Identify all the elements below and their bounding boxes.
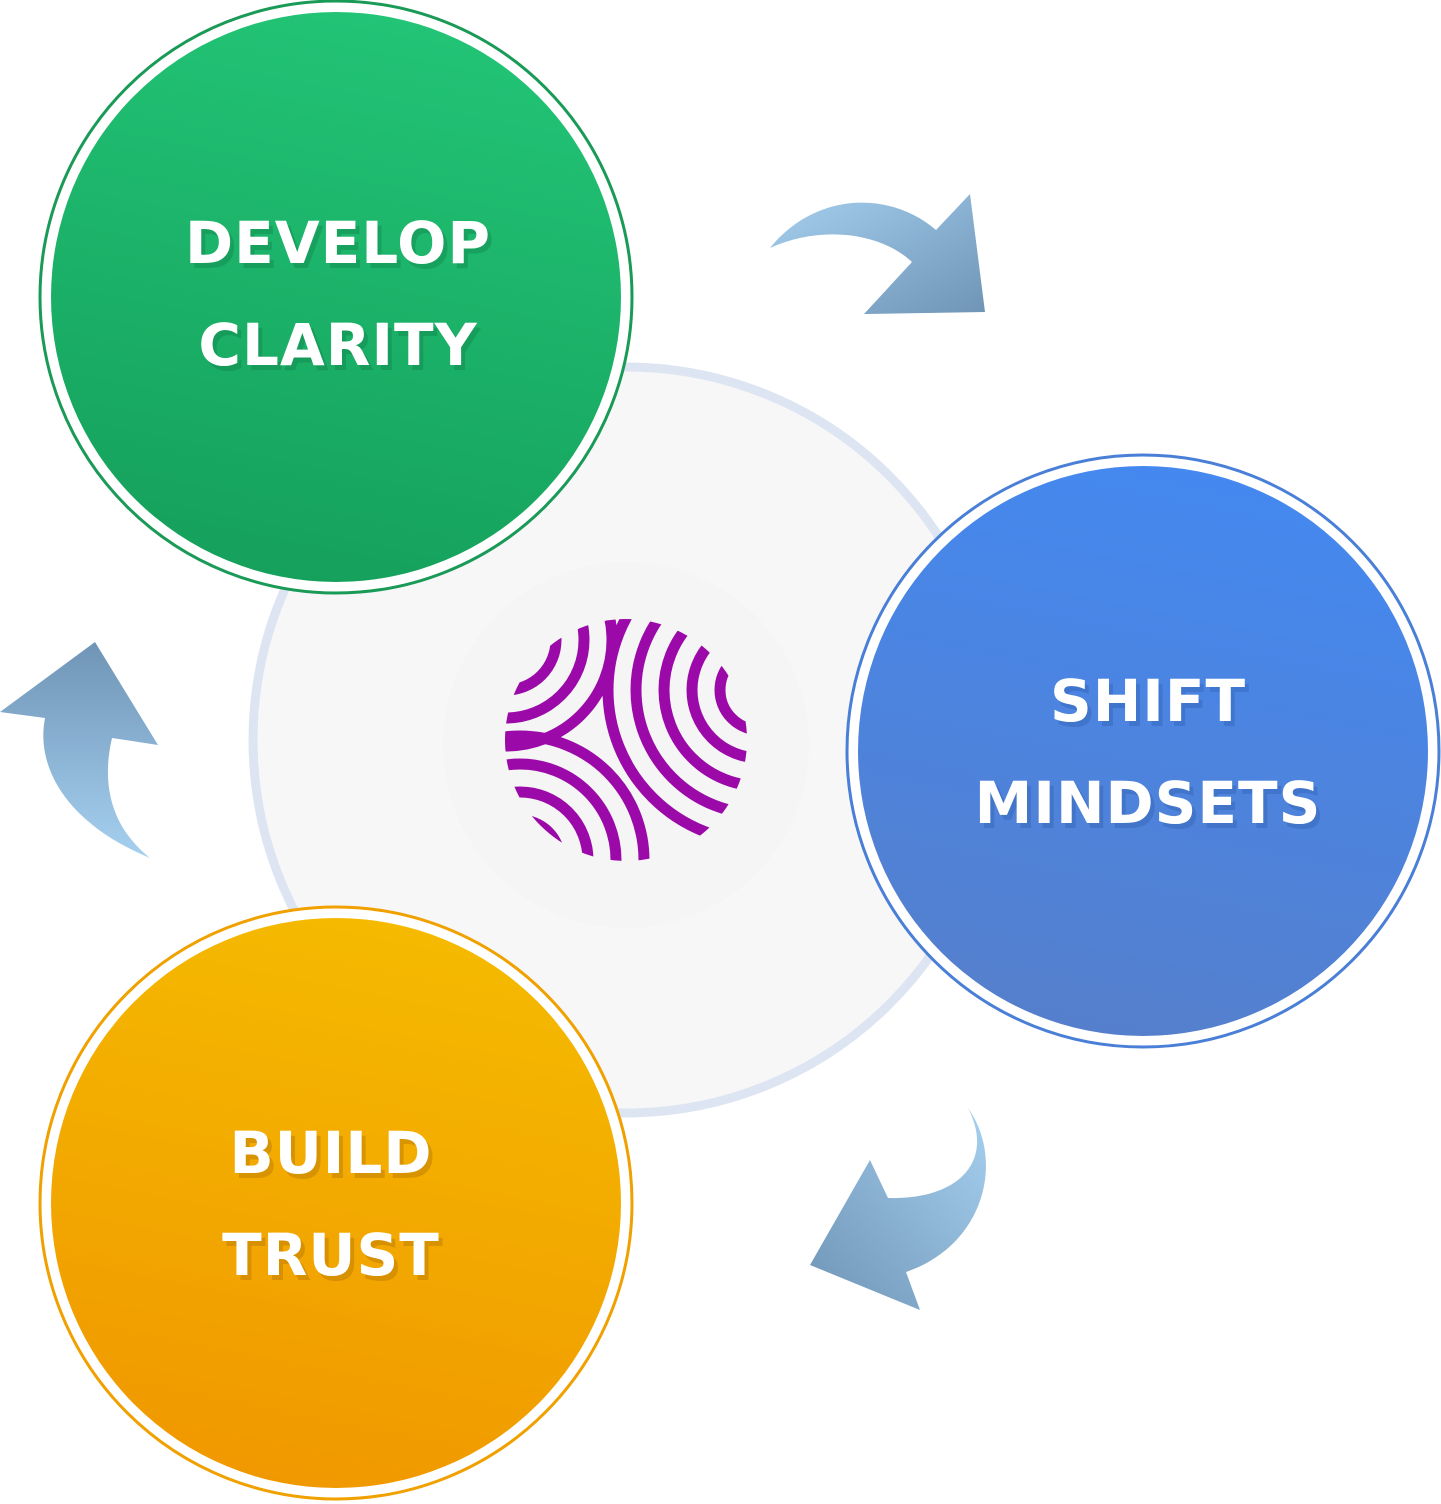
node-label-shadow: CLARITY [202,316,481,384]
arrow-mindsets-to-trust [810,1108,986,1310]
curved-arrow-icon [0,642,158,858]
node-build-trust: BUILD BUILD TRUST TRUST [38,905,634,1501]
node-label-shadow: TRUST [226,1226,444,1294]
node-label-shadow: SHIFT [1054,672,1250,740]
node-shift-mindsets: SHIFT SHIFT MINDSETS MINDSETS [845,453,1441,1049]
node-label-line2: CLARITY [198,311,477,379]
node-label-shadow: MINDSETS [979,774,1326,842]
curved-arrow-icon [810,1108,986,1310]
curved-arrow-icon [770,194,985,314]
node-label-line1: SHIFT [1050,667,1246,735]
node-label-line2: TRUST [222,1221,440,1289]
arrow-trust-to-clarity [0,642,158,858]
node-label-shadow: DEVELOP [189,214,495,282]
node-label-line1: DEVELOP [185,209,491,277]
node-label-line1: BUILD [230,1119,433,1187]
node-develop-clarity: DEVELOP DEVELOP CLARITY CLARITY [38,0,634,595]
node-label-shadow: BUILD [234,1124,437,1192]
arrow-clarity-to-mindsets [770,194,985,314]
node-label-line2: MINDSETS [975,769,1322,837]
